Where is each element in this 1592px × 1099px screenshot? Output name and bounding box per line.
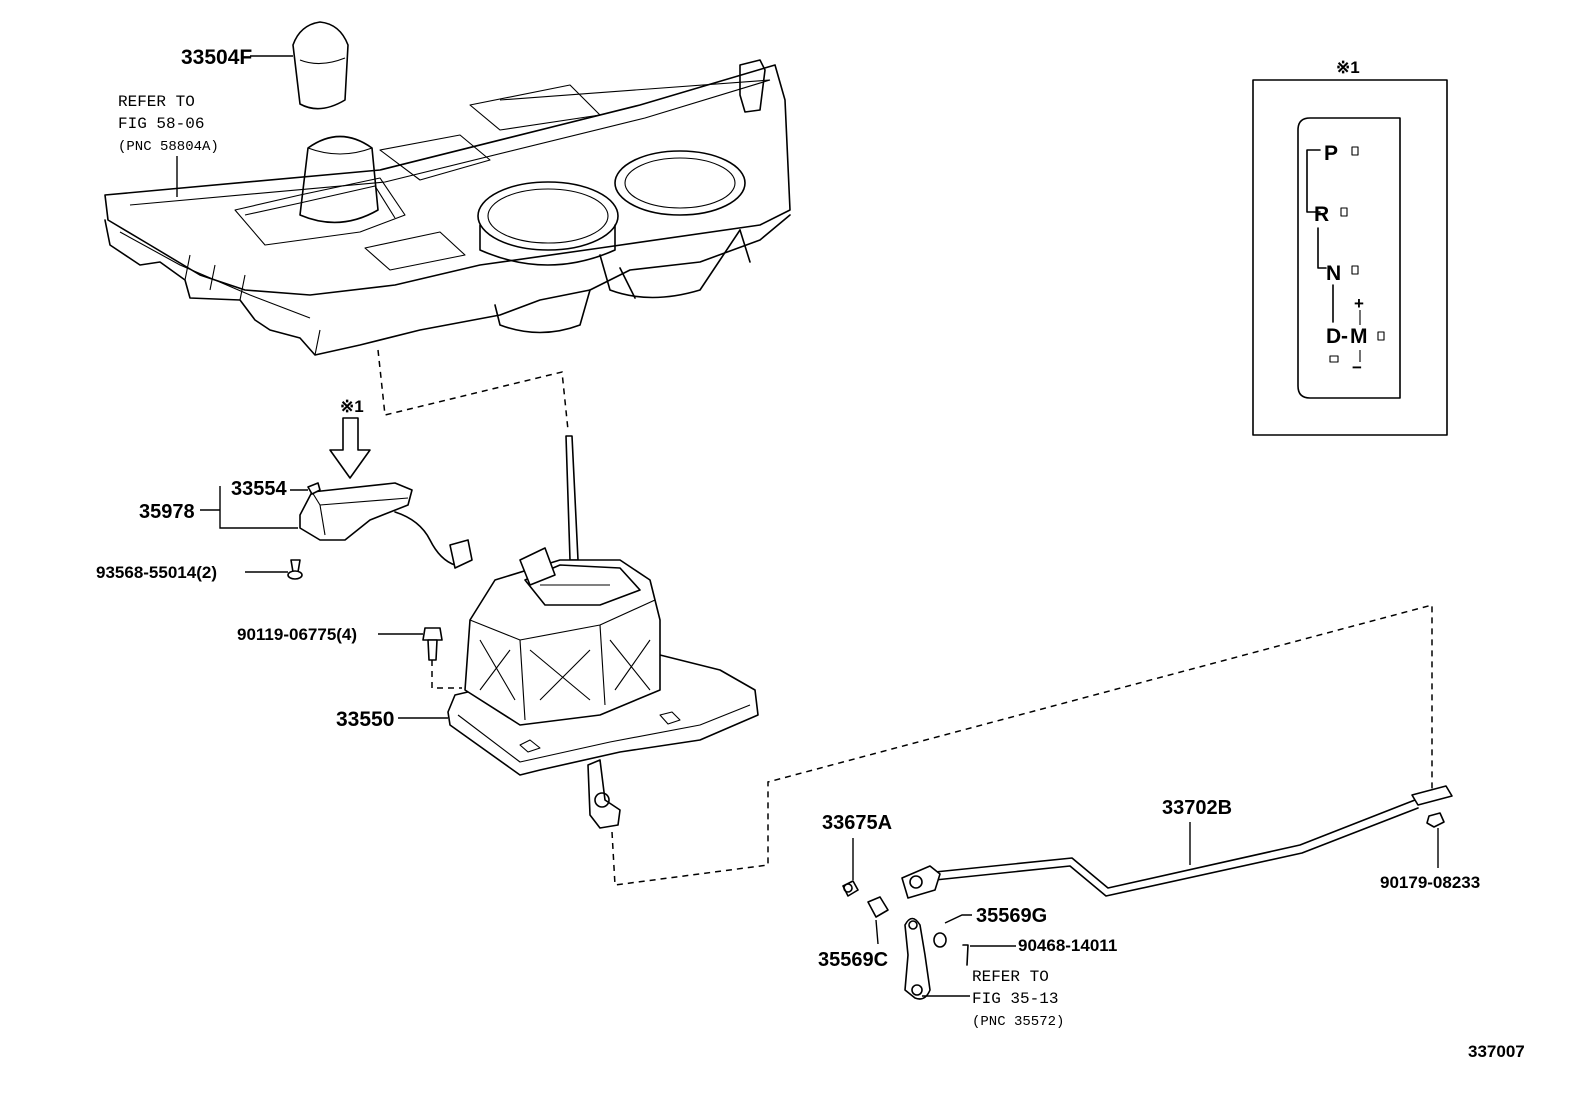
shift-knob-illustration — [292, 21, 349, 110]
retainer-c-illustration — [867, 896, 889, 918]
inset-frame — [1252, 79, 1448, 436]
clip-illustration — [962, 944, 969, 966]
label-indicator-screw: 93568-55014(2) — [96, 563, 217, 582]
gear-plus: + — [1354, 294, 1364, 313]
label-indicator-cover: 33554 — [231, 478, 287, 500]
gear-r: R — [1314, 203, 1329, 226]
indicator-housing-illustration — [299, 482, 473, 569]
label-retainer-g: 35569G — [976, 905, 1047, 927]
shift-gate-plate — [1297, 117, 1401, 399]
label-indicator-housing: 35978 — [139, 501, 195, 523]
label-cable-nut: 90179-08233 — [1380, 873, 1480, 892]
label-cable-bushing: 33675A — [822, 812, 892, 834]
gear-n: N — [1326, 262, 1341, 285]
label-shift-lever-assembly: 33550 — [336, 708, 394, 731]
figure-number: 337007 — [1468, 1042, 1525, 1061]
note-lever-pnc: (PNC 35572) — [972, 1014, 1064, 1030]
note-console-pnc: (PNC 58804A) — [118, 139, 219, 155]
center-console-illustration — [104, 59, 791, 356]
gear-m: M — [1350, 325, 1368, 348]
indicator-screw-illustration — [287, 559, 303, 580]
shift-pattern-inset: ※1 P R N D - M + − — [1252, 58, 1448, 436]
gear-d: D — [1326, 325, 1341, 348]
note-console-fig: FIG 58-06 — [118, 115, 204, 133]
bushing-illustration — [842, 880, 859, 897]
label-knob: 33504F — [181, 46, 252, 69]
note-lever-refer: REFER TO — [972, 968, 1049, 986]
label-cable-assembly: 33702B — [1162, 797, 1232, 819]
assembly-bolt-illustration — [422, 627, 443, 661]
cable-nut-illustration — [1426, 812, 1445, 828]
label-view-marker: ※1 — [340, 397, 364, 416]
inset-marker: ※1 — [1336, 58, 1360, 77]
control-lever-illustration — [904, 917, 931, 1000]
gear-dash: - — [1341, 325, 1348, 348]
gear-p: P — [1324, 142, 1338, 165]
note-console-refer: REFER TO — [118, 93, 195, 111]
shift-lever-assembly-illustration — [447, 435, 759, 829]
gear-minus: − — [1352, 358, 1362, 377]
shift-cable-illustration — [901, 785, 1453, 899]
label-assembly-bolt: 90119-06775(4) — [237, 625, 357, 644]
label-clip: 90468-14011 — [1018, 936, 1117, 955]
note-lever-fig: FIG 35-13 — [972, 990, 1058, 1008]
view-arrow — [329, 417, 371, 479]
label-retainer-c: 35569C — [818, 949, 888, 971]
retainer-g-illustration — [933, 932, 947, 948]
